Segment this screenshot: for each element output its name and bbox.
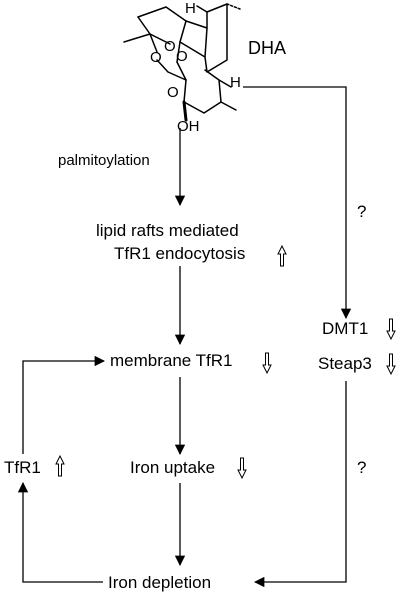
bond-methyl-lower bbox=[220, 101, 237, 111]
bond-h-right bbox=[218, 79, 232, 88]
bond-o-bridge bbox=[149, 33, 171, 45]
arrow-steap3-to-depletion bbox=[253, 381, 347, 588]
bond-methyl-left bbox=[123, 33, 151, 43]
arrow-dha-to-dmt1 bbox=[243, 86, 352, 320]
bond-bridge-top bbox=[179, 20, 187, 43]
atom-o: O bbox=[150, 49, 162, 66]
rafts-label-line2: TfR1 endocytosis bbox=[114, 244, 246, 263]
down-arrow-icon bbox=[237, 457, 247, 479]
bond-lower-left bbox=[156, 59, 187, 81]
palmitoylation-label: palmitoylation bbox=[58, 152, 150, 169]
dha-molecule-structure bbox=[123, 3, 241, 122]
bond-top-ring bbox=[137, 6, 187, 22]
steap3-label: Steap3 bbox=[318, 354, 372, 373]
bond-oh bbox=[182, 100, 188, 122]
iron-depletion-label: Iron depletion bbox=[108, 573, 212, 592]
rafts-label-line1: lipid rafts mediated bbox=[96, 221, 239, 240]
iron-uptake-label: Iron uptake bbox=[130, 458, 216, 477]
question-mark-bottom: ? bbox=[357, 458, 367, 477]
down-arrow-icon bbox=[262, 352, 272, 374]
question-mark-top: ? bbox=[357, 202, 367, 221]
atom-oh: OH bbox=[177, 118, 200, 135]
line-depletion-to-tfr1 bbox=[17, 481, 103, 583]
tfr1-label: TfR1 bbox=[4, 458, 41, 477]
atom-h: H bbox=[185, 0, 196, 17]
dmt1-label: DMT1 bbox=[322, 319, 369, 338]
atom-o: O bbox=[176, 48, 188, 65]
bond-peroxide-left bbox=[149, 33, 158, 53]
atom-o: O bbox=[167, 84, 179, 101]
bond-top-right bbox=[185, 20, 208, 29]
bond-lactol-ring bbox=[183, 69, 222, 114]
up-arrow-icon bbox=[277, 245, 287, 267]
atom-o: O bbox=[164, 38, 176, 55]
membrane-tfr1-label: membrane TfR1 bbox=[110, 351, 233, 370]
arrow-tfr1-to-membrane bbox=[22, 355, 106, 454]
bond-center-right bbox=[179, 41, 206, 58]
bond-h-top bbox=[196, 5, 208, 13]
bond-left-ring bbox=[137, 16, 151, 35]
down-arrow-icon bbox=[386, 353, 396, 375]
atom-h: H bbox=[230, 74, 241, 91]
bond-peroxide-center bbox=[176, 41, 181, 63]
dha-label: DHA bbox=[248, 38, 287, 58]
up-arrow-icon bbox=[55, 455, 65, 477]
bond-to-c10 bbox=[176, 61, 187, 81]
down-arrow-icon bbox=[386, 318, 396, 340]
bond-cyclohexane bbox=[204, 3, 228, 73]
bond-methyl-top bbox=[226, 3, 241, 10]
